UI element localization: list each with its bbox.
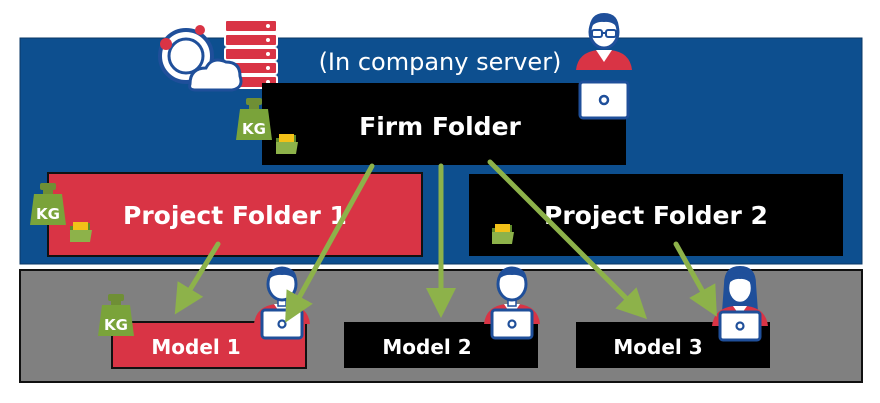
arrow-firm-to-model3 xyxy=(487,159,648,320)
project-folder-1-label: Project Folder 1 xyxy=(123,201,347,230)
project-1-kg-label: KG xyxy=(36,205,60,223)
arrows xyxy=(174,159,717,323)
arrow-project1-to-model1 xyxy=(174,241,221,315)
firm-kg-weight-icon: KG xyxy=(236,98,272,140)
model-1-kg-label: KG xyxy=(104,316,128,334)
firm-kg-label: KG xyxy=(242,120,266,138)
firm-folder-icon xyxy=(276,134,298,154)
server-caption: (In company server) xyxy=(319,48,562,76)
project-1-folder-icon xyxy=(70,222,92,242)
model-1-kg-weight-icon: KG xyxy=(98,294,134,336)
project-2-folder-icon xyxy=(492,224,514,244)
arrow-project2-to-model3 xyxy=(673,241,717,317)
server-user-icon xyxy=(576,13,632,120)
model-3-label: Model 3 xyxy=(613,335,702,359)
firm-folder-box xyxy=(262,83,626,165)
firm-folder-label: Firm Folder xyxy=(359,112,521,141)
arrow-firm-to-model1 xyxy=(285,163,375,323)
project-folder-2-label: Project Folder 2 xyxy=(544,201,768,230)
cloud-server-icon xyxy=(158,19,278,92)
model-1-label: Model 1 xyxy=(151,335,240,359)
project-folder-2-box xyxy=(469,174,843,256)
project-1-kg-weight-icon: KG xyxy=(30,183,66,225)
model-2-label: Model 2 xyxy=(382,335,471,359)
